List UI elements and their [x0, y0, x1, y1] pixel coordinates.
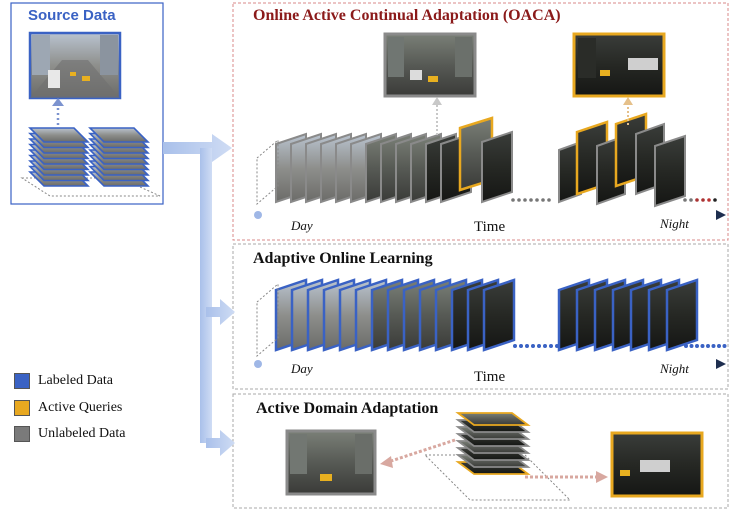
- source-stack-left: [28, 127, 90, 187]
- aol-day-label: Day: [291, 361, 313, 376]
- source-title: Source Data: [28, 7, 116, 24]
- aol-time-axis: [254, 359, 726, 369]
- aol-start-plane: [256, 282, 279, 358]
- oaca-frame: [481, 130, 513, 204]
- source-image: [28, 31, 122, 100]
- oaca-time-label: Time: [474, 219, 506, 235]
- oaca-day-label: Day: [291, 218, 313, 233]
- oaca-query-preview-night: [572, 32, 666, 98]
- ada-query-arrows: [380, 438, 608, 483]
- legend-label-labeled: Labeled Data: [38, 373, 114, 388]
- source-panel-border: [10, 2, 164, 205]
- oaca-title: Online Active Continual Adaptation (OACA…: [253, 7, 561, 24]
- branch-arrow: [163, 134, 235, 456]
- legend-label-unlabeled: Unlabeled Data: [38, 426, 126, 441]
- oaca-frame: [558, 140, 582, 204]
- legend-swatch-unlabeled: [14, 426, 30, 442]
- oaca-panel-border: [232, 2, 729, 241]
- source-stack-layer: [88, 127, 150, 143]
- aol-frame: [482, 278, 516, 352]
- legend-item-labeled: Labeled Data: [14, 373, 113, 389]
- oaca-start-plane: [256, 138, 279, 206]
- oaca-night-label: Night: [660, 216, 689, 231]
- oaca-frame: [654, 134, 686, 208]
- legend-item-unlabeled: Unlabeled Data: [14, 426, 125, 442]
- legend-label-queries: Active Queries: [38, 400, 123, 415]
- oaca-time-axis: [254, 210, 726, 220]
- ada-unlabeled-image: [285, 429, 377, 496]
- ada-title: Active Domain Adaptation: [256, 400, 439, 417]
- aol-frame: [665, 278, 699, 352]
- aol-ellipsis: [513, 344, 727, 348]
- oaca-ellipsis: [511, 198, 717, 202]
- legend-swatch-queries: [14, 400, 30, 416]
- ada-frame-stack: [455, 412, 531, 475]
- oaca-query-preview-day: [383, 32, 477, 98]
- oaca-frame-sequence: [275, 112, 686, 208]
- legend-item-queries: Active Queries: [14, 400, 122, 416]
- ada-panel-border: [232, 393, 729, 509]
- source-stack-layer: [28, 127, 90, 143]
- aol-frame-sequence: [274, 278, 699, 352]
- aol-panel-border: [232, 243, 729, 390]
- legend-swatch-labeled: [14, 373, 30, 389]
- aol-title: Adaptive Online Learning: [253, 250, 433, 267]
- aol-night-label: Night: [660, 361, 689, 376]
- ada-stack-layer: [455, 412, 531, 426]
- aol-time-label: Time: [474, 369, 506, 385]
- ada-query-image: [610, 431, 704, 498]
- source-stack-right: [88, 127, 150, 187]
